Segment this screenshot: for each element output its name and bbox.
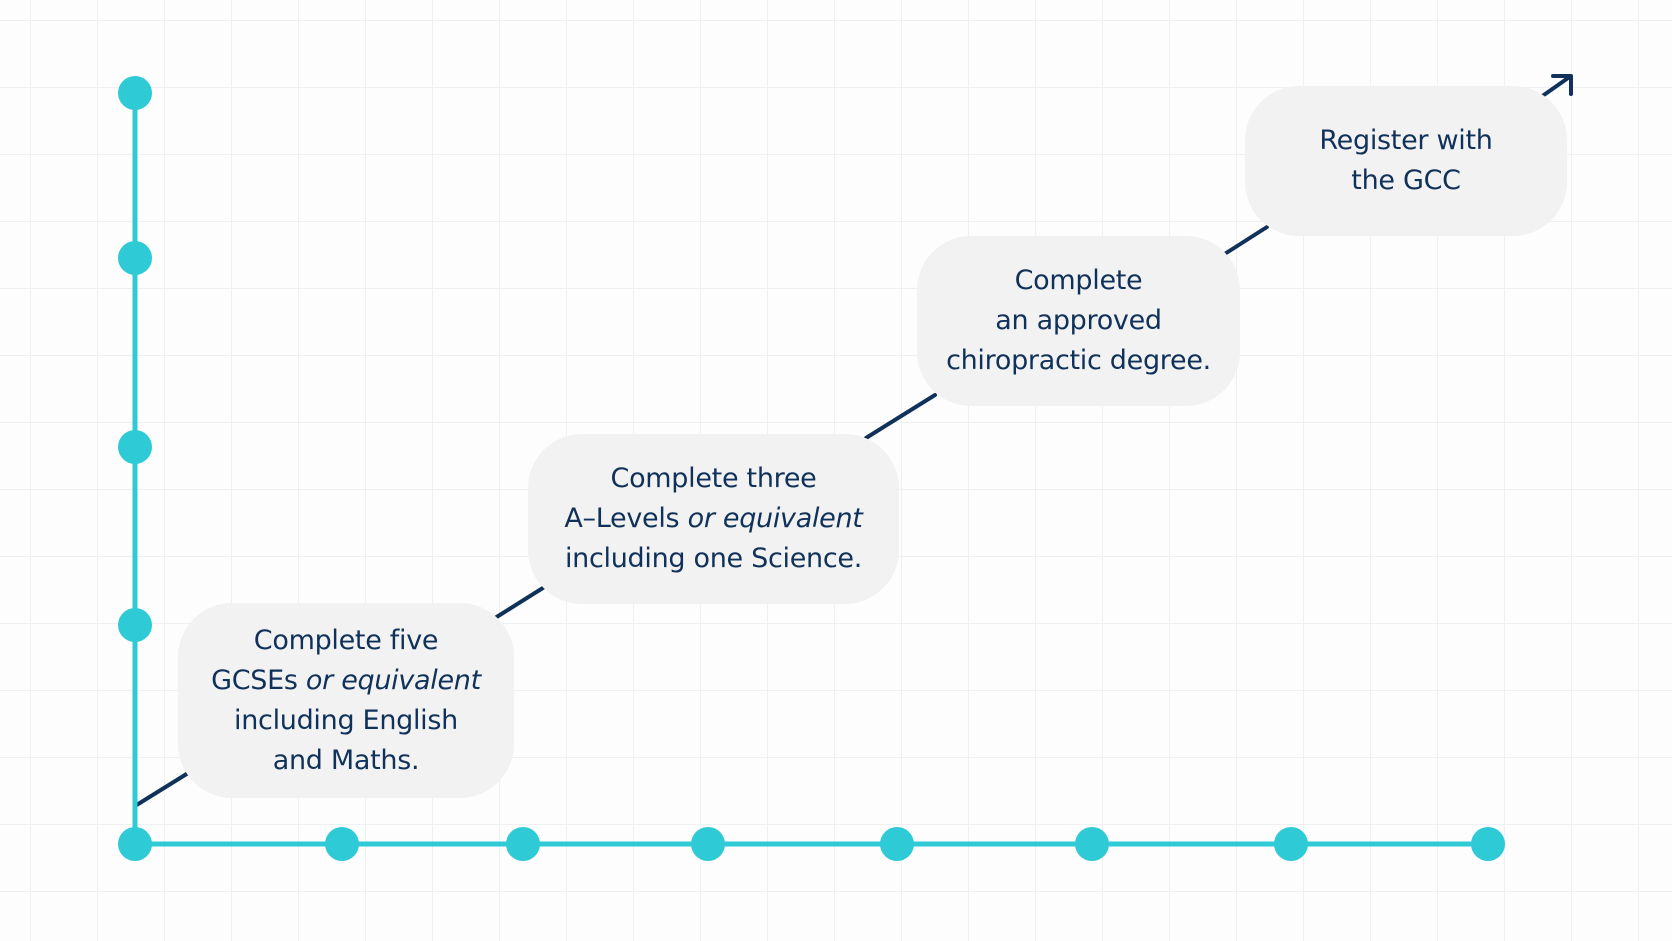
arrow-segment-4 — [1221, 225, 1269, 257]
x-axis-marker-3 — [691, 827, 725, 861]
arrow-segment-5 — [1539, 76, 1570, 99]
arrow-head-icon — [1551, 74, 1573, 96]
y-axis-marker-1 — [118, 76, 152, 110]
x-axis-marker-5 — [1075, 827, 1109, 861]
y-axis-marker-2 — [118, 241, 152, 275]
arrow-segment-2 — [493, 584, 548, 620]
x-axis-marker-2 — [506, 827, 540, 861]
y-axis-marker-3 — [118, 430, 152, 464]
origin-marker — [118, 827, 152, 861]
arrow-segment-1 — [133, 768, 195, 808]
progress-arrow — [133, 74, 1573, 808]
x-axis-marker-7 — [1471, 827, 1505, 861]
y-axis-marker-4 — [118, 608, 152, 642]
x-axis-marker-4 — [880, 827, 914, 861]
axes — [118, 76, 1505, 861]
x-axis-marker-6 — [1274, 827, 1308, 861]
arrow-segment-3 — [864, 393, 937, 440]
x-axis-marker-1 — [325, 827, 359, 861]
